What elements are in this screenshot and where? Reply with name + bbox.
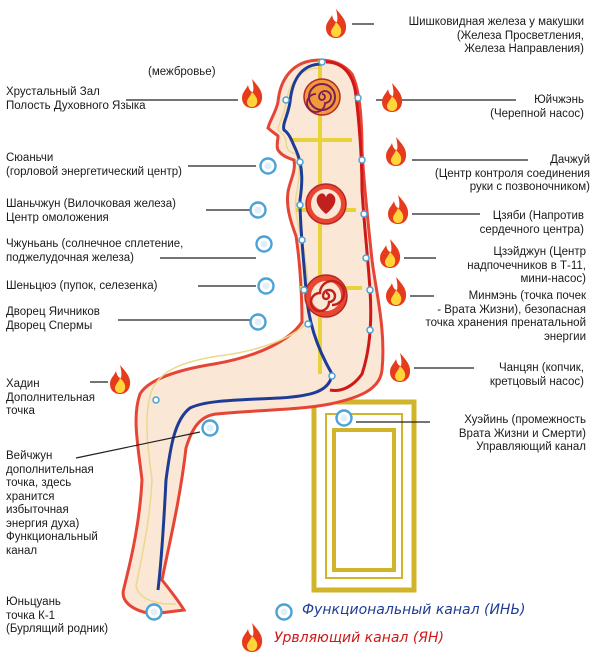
circle-point-icon: [145, 603, 163, 621]
flame-icon: [242, 623, 263, 652]
legend-yin-label: Функциональный канал (ИНЬ): [302, 602, 526, 618]
label-shanchzhun: Шаньчжун (Вилочковая железа) Центр омоло…: [6, 198, 176, 224]
label-mid-eyebrow: (межбровье): [148, 66, 216, 78]
circle-point-icon: [259, 157, 277, 175]
flame-icon: [380, 239, 401, 268]
circle-point-icon: [249, 313, 267, 331]
flame-icon: [326, 9, 347, 38]
label-dachzhuy: Дачжуй (Центр контроля соединения руки с…: [434, 154, 590, 193]
flame-icon: [390, 353, 411, 382]
spiral-navel: [304, 274, 348, 318]
label-chantsyan: Чанцян (копчик, кретцовый насос): [489, 362, 584, 388]
label-minmen: Минмэнь (точка почек - Врата Жизни), без…: [425, 290, 586, 343]
label-tsedzhun: Цзэйджун (Центр надпочечников в Т-11, ми…: [467, 246, 586, 285]
label-huyin: Хуэйинь (промежность Врата Жизни и Смерт…: [458, 414, 586, 453]
circle-point-icon: [335, 409, 353, 427]
spiral-head: [303, 78, 341, 116]
flame-icon: [386, 137, 407, 166]
label-hadin: Хадин Дополнительная точка: [6, 378, 95, 417]
circle-point-icon: [255, 235, 273, 253]
label-crystal-hall: Хрустальный Зал Полость Духовного Языка: [6, 86, 146, 112]
flame-icon: [386, 277, 407, 306]
heart-center: [305, 183, 347, 225]
label-tsyaby: Цзяби (Напротив сердечного центра): [479, 210, 584, 236]
flame-icon: [110, 365, 131, 394]
stool: [311, 399, 417, 593]
label-chzhunyan: Чжуньань (солнечное сплетение, поджелудо…: [6, 238, 184, 264]
label-pineal: Шишковидная железа у макушки (Железа Про…: [408, 16, 584, 55]
flame-icon: [242, 79, 263, 108]
label-ovary-palace: Дворец Яичников Дворец Спермы: [6, 306, 100, 332]
label-shentsyue: Шеньцюэ (пупок, селезенка): [6, 280, 158, 292]
legend-yang-label: Урвляющий канал (ЯН): [274, 630, 445, 646]
circle-point-icon: [275, 603, 293, 621]
label-yuchzhen: Юйчжэнь (Черепной насос): [490, 94, 584, 120]
flame-icon: [382, 83, 403, 112]
label-yunquan: Юньцуань точка К-1 (Бурлящий родник): [6, 596, 109, 635]
label-veychzhun: Вейчжун дополнительная точка, здесь хран…: [6, 450, 98, 557]
flame-icon: [388, 195, 409, 224]
channel-nodes: [152, 58, 374, 404]
circle-point-icon: [249, 201, 267, 219]
circle-point-icon: [257, 277, 275, 295]
circle-point-icon: [201, 419, 219, 437]
label-syuanchi: Сюаньчи (горловой энергетический центр): [6, 152, 182, 178]
